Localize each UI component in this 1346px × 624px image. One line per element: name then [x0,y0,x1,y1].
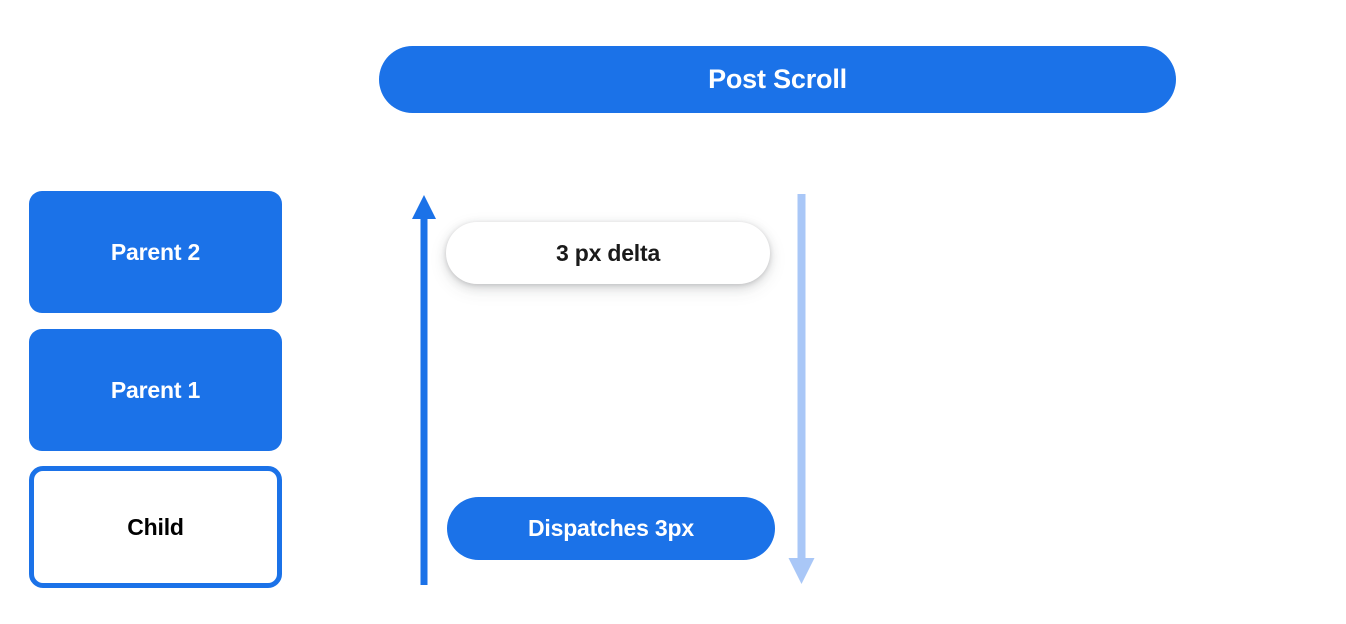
stack-box-parent-1: Parent 1 [29,329,282,451]
callout-label: Dispatches 3px [528,515,694,541]
arrow-down-icon [788,194,815,584]
arrow-up-icon [412,195,436,585]
stack-box-label: Child [127,513,184,540]
callout-delta: 3 px delta [446,222,770,284]
callout-dispatch: Dispatches 3px [447,497,775,560]
page-title: Post Scroll [708,64,847,94]
diagram-title-pill: Post Scroll [379,46,1176,113]
stack-box-label: Parent 1 [110,376,201,403]
callout-label: 3 px delta [555,239,661,266]
stack-box-label: Parent 2 [110,238,201,265]
stack-box-child: Child [29,466,282,588]
stack-box-parent-2: Parent 2 [29,191,282,313]
